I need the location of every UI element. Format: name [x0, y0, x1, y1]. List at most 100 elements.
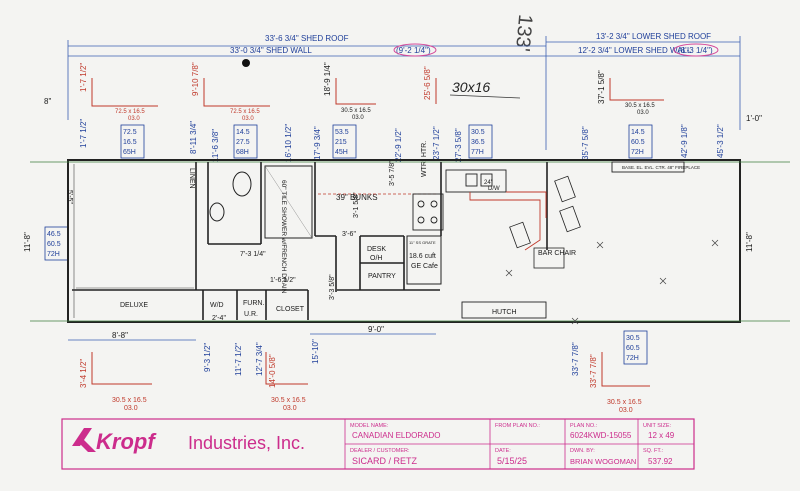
sill-t4b: 03.0	[637, 110, 649, 116]
company-logo-name: Kropf	[96, 429, 157, 454]
w7a: 30.5	[626, 335, 640, 342]
desk-label: DESK	[367, 246, 386, 253]
dim-b5: 33'-7 7/8"	[571, 342, 580, 376]
dim-9-0: 9'-0"	[368, 325, 384, 334]
range-note: 24"	[484, 180, 493, 186]
deluxe-label: DELUXE	[120, 302, 148, 309]
window-tag-1: 72.5 16.5 65H	[120, 124, 145, 159]
dim-l1: 1'-7 1/2"	[79, 63, 88, 92]
dim-5-5: 5'-5"	[66, 190, 73, 204]
sqft-value: 537.92	[648, 457, 673, 466]
handwritten-underline	[449, 94, 521, 99]
w5c: 72H	[631, 149, 644, 156]
w6a: 46.5	[47, 231, 61, 238]
oh-label: O/H	[370, 255, 382, 262]
w4a: 30.5	[471, 129, 485, 136]
grate-label: 11" SS GRATE	[409, 240, 436, 245]
shed-wall-note: (9'-2 1/4")	[396, 46, 431, 55]
sill-t1: 72.5 x 16.5	[115, 109, 145, 115]
sill-r1: 30.5 x 16.5	[112, 397, 147, 404]
window-tags: 72.5 16.5 65H 14.5 27.5 68H 53.5 215 45H…	[44, 124, 653, 365]
sill-r1b: 03.0	[124, 405, 138, 412]
sill-r2: 30.5 x 16.5	[271, 397, 306, 404]
plan-value: 6024KWD-15055	[570, 431, 632, 440]
sqft-label: SQ. FT.:	[643, 448, 664, 454]
dim-r3: 33'-7 7/8"	[589, 354, 598, 388]
dim-m5: 17'-9 3/4"	[313, 126, 322, 160]
bar-chair-box	[533, 247, 565, 269]
window-tag-2: 14.5 27.5 68H	[233, 124, 258, 159]
kropf-logo-icon	[72, 428, 96, 452]
dim-m3: 11'-6 3/8"	[211, 129, 220, 162]
sill-t2b: 03.0	[242, 116, 254, 122]
w5a: 14.5	[631, 129, 645, 136]
lower-wall-label: 12'-2 3/4" LOWER SHED WALL	[578, 46, 692, 55]
dim-l3: 18'-9 1/4"	[323, 62, 332, 96]
w1b: 16.5	[123, 139, 137, 146]
ink-dot	[242, 59, 250, 67]
lower-sills	[91, 352, 650, 387]
fridge-box	[406, 235, 442, 285]
dealer-value: SICARD / RETZ	[352, 456, 418, 466]
handwritten-size: 30x16	[452, 79, 490, 95]
sill-r3b: 03.0	[619, 407, 633, 414]
dim-2-4: 2'-4"	[212, 315, 226, 322]
dim-m9: 35'-7 5/8"	[581, 126, 590, 160]
sill-t4: 30.5 x 16.5	[625, 103, 655, 109]
w6b: 60.5	[47, 241, 61, 248]
bunk-closet	[73, 164, 194, 318]
w3a: 53.5	[335, 129, 349, 136]
window-tag-5: 14.5 60.5 72H	[628, 124, 653, 159]
dim-l4: 25'-6 5/8"	[423, 66, 432, 100]
window-tag-7: 30.5 60.5 72H	[623, 330, 648, 365]
fireplace-label: BASE. EL. EVL. CTR. 48" FIREPLACE	[622, 165, 700, 170]
hutch-label: HUTCH	[492, 309, 517, 316]
dim-left-11-8: 11'-8"	[23, 232, 32, 252]
dim-3-3: 3'-3 5/8"	[329, 274, 336, 300]
sill-t1b: 03.0	[128, 116, 140, 122]
window-tag-3: 53.5 215 45H	[332, 124, 357, 159]
sill-t2: 72.5 x 16.5	[230, 109, 260, 115]
dwn-value: BRIAN WOGOMAN	[570, 457, 636, 466]
top-dims: 1'-7 1/2" 9'-10 7/8" 18'-9 1/4" 25'-6 5/…	[79, 62, 606, 104]
kitchen	[412, 169, 547, 319]
unit-value: 12 x 49	[648, 431, 675, 440]
dw-label: D/W	[488, 186, 500, 192]
w6c: 72H	[47, 251, 60, 258]
company-name-rest: Industries, Inc.	[188, 433, 305, 453]
dim-3-1: 3'-1 5/8"	[353, 192, 360, 218]
from-plan-label: FROM PLAN NO.:	[495, 423, 540, 429]
fireplace-box	[611, 161, 685, 173]
w5b: 60.5	[631, 139, 645, 146]
lower-wall-note: (8'-3 1/4")	[678, 46, 713, 55]
pantry-label: PANTRY	[368, 273, 396, 280]
outlet-marks	[505, 239, 719, 325]
shower-diag	[264, 165, 313, 239]
sill-r3: 30.5 x 16.5	[607, 399, 642, 406]
roof-dimensions	[67, 36, 741, 150]
w7b: 60.5	[626, 345, 640, 352]
dim-right-1-0: 1'-0"	[746, 114, 762, 123]
w3c: 45H	[335, 149, 348, 156]
linen-label: LINEN	[188, 168, 195, 189]
date-label: DATE:	[495, 448, 511, 454]
shed-wall-label: 33'-0 3/4" SHED WALL	[230, 46, 312, 55]
w1c: 65H	[123, 149, 136, 156]
handwritten-133: 133'	[511, 13, 536, 52]
w2c: 68H	[236, 149, 249, 156]
interior-walls	[72, 162, 548, 320]
sill-t3: 30.5 x 16.5	[341, 108, 371, 114]
unit-label: UNIT SIZE:	[643, 423, 671, 429]
bar-chairs	[509, 175, 581, 249]
window-tag-4: 30.5 36.5 77H	[468, 124, 493, 159]
w4b: 36.5	[471, 139, 485, 146]
fridge-size: 18.6 cuft	[409, 253, 436, 260]
dim-r1: 3'-4 1/2"	[79, 359, 88, 388]
furn-label: FURN.	[243, 300, 264, 307]
bar-chair-label: BAR CHAIR	[538, 250, 576, 257]
dim-1-6: 1'-6 1/2"	[270, 277, 296, 284]
sink-icon	[209, 202, 225, 222]
w3b: 215	[335, 139, 347, 146]
